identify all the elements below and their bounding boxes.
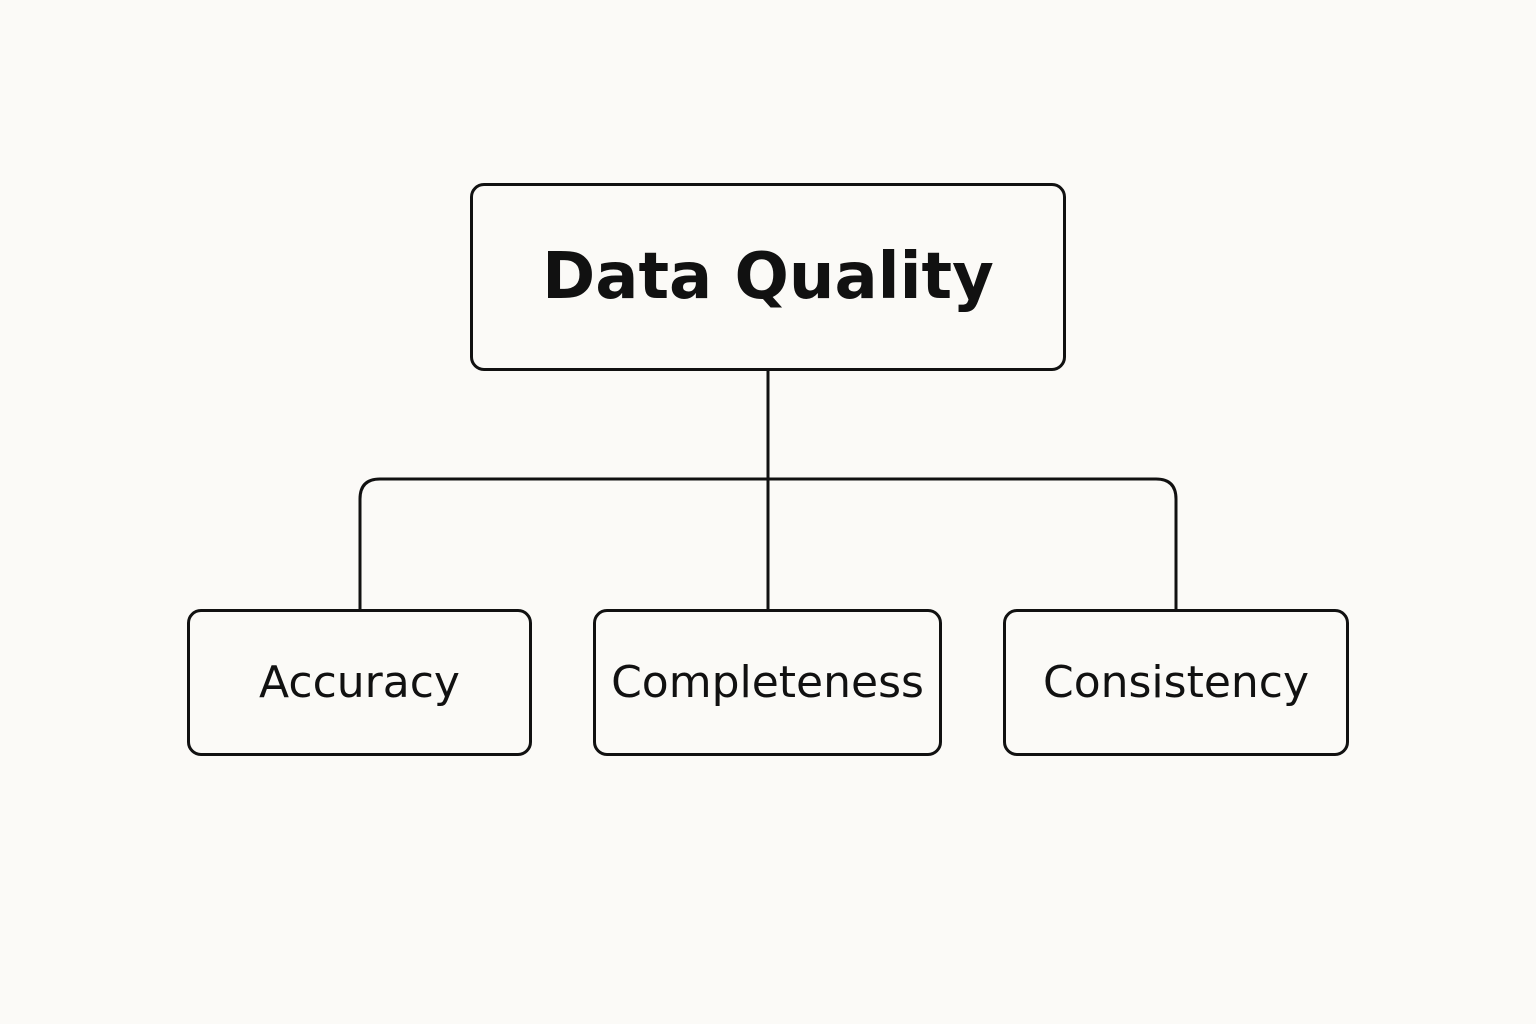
consistency-node: Consistency [1003, 609, 1349, 756]
data-quality-label: Data Quality [542, 240, 994, 314]
data-quality-node: Data Quality [470, 183, 1066, 371]
consistency-label: Consistency [1042, 657, 1310, 708]
accuracy-label: Accuracy [259, 657, 460, 708]
completeness-node: Completeness [593, 609, 942, 756]
completeness-label: Completeness [611, 657, 924, 708]
accuracy-node: Accuracy [187, 609, 532, 756]
